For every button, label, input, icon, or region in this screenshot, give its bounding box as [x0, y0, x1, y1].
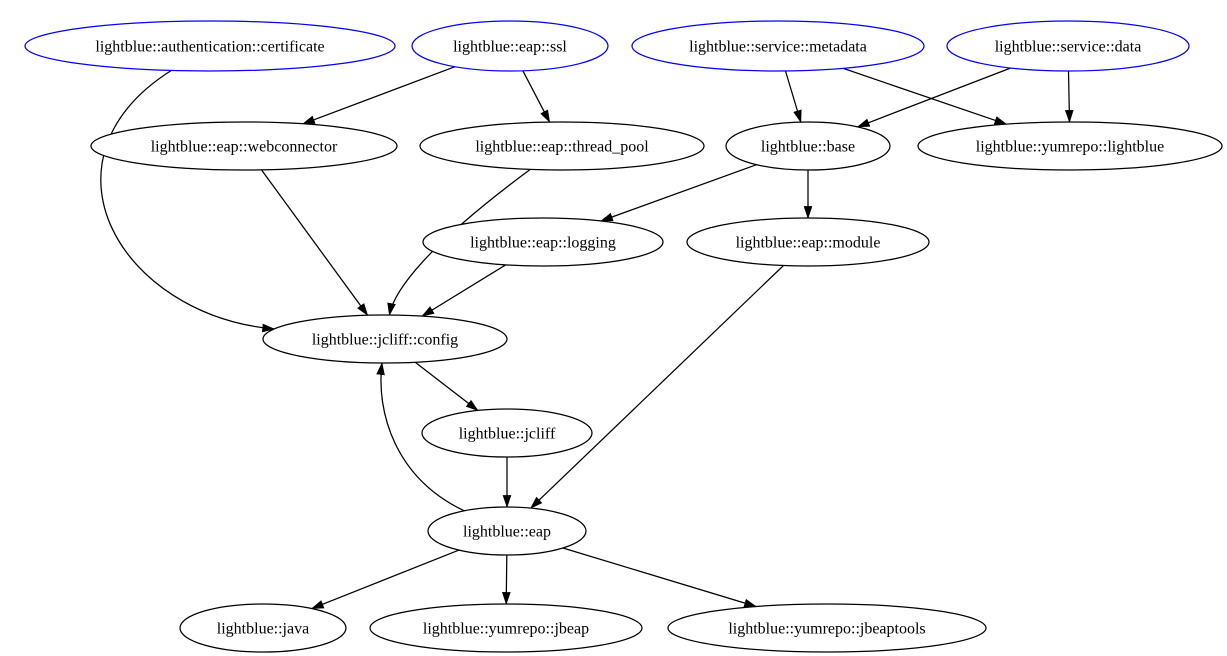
node-ellipse-data — [946, 20, 1190, 72]
edge-ssl-to-webconnector — [301, 66, 456, 125]
node-ellipse-webconnector — [90, 121, 398, 171]
edge-module-to-eap — [530, 265, 784, 509]
edge-jcliff_config-to-jcliff — [414, 361, 479, 412]
node-label-yumrepo_jbeaptools: lightblue::yumrepo::jbeaptools — [728, 621, 925, 638]
node-label-logging: lightblue::eap::logging — [470, 235, 616, 252]
edge-eap-to-jcliff_config — [376, 361, 465, 512]
edge-base-to-logging — [599, 164, 757, 222]
edge-eap-to-yumrepo_jbeaptools — [562, 547, 758, 608]
node-yumrepo_lightblue: lightblue::yumrepo::lightblue — [917, 121, 1223, 171]
node-ellipse-logging — [422, 217, 664, 267]
node-label-base: lightblue::base — [761, 139, 855, 156]
node-yumrepo_jbeap: lightblue::yumrepo::jbeap — [369, 603, 643, 653]
node-label-jcliff_config: lightblue::jcliff::config — [312, 332, 458, 349]
edge-thread_pool-to-jcliff_config — [387, 168, 531, 317]
node-label-jcliff: lightblue::jcliff — [459, 426, 556, 443]
edge-certificate-to-jcliff_config — [100, 69, 276, 333]
node-ellipse-thread_pool — [419, 121, 705, 171]
node-eap: lightblue::eap — [427, 506, 587, 556]
node-label-webconnector: lightblue::eap::webconnector — [151, 139, 338, 156]
edge-layer — [100, 66, 1074, 610]
edge-eap-to-yumrepo_jbeap — [502, 554, 511, 606]
edge-data-to-base — [856, 67, 1011, 128]
node-java: lightblue::java — [179, 603, 347, 653]
node-ellipse-module — [686, 217, 930, 267]
node-thread_pool: lightblue::eap::thread_pool — [419, 121, 705, 171]
node-jcliff_config: lightblue::jcliff::config — [262, 314, 508, 364]
edge-webconnector-to-jcliff_config — [260, 169, 369, 317]
node-base: lightblue::base — [725, 121, 891, 171]
node-label-java: lightblue::java — [217, 621, 309, 638]
node-jcliff: lightblue::jcliff — [421, 408, 593, 458]
node-webconnector: lightblue::eap::webconnector — [90, 121, 398, 171]
node-metadata: lightblue::service::metadata — [631, 20, 925, 72]
node-module: lightblue::eap::module — [686, 217, 930, 267]
edge-data-to-yumrepo_lightblue — [1064, 70, 1074, 124]
node-label-certificate: lightblue::authentication::certificate — [95, 39, 324, 56]
node-label-module: lightblue::eap::module — [736, 235, 881, 252]
node-label-ssl: lightblue::eap::ssl — [453, 39, 567, 56]
node-yumrepo_jbeaptools: lightblue::yumrepo::jbeaptools — [667, 603, 987, 653]
node-ellipse-yumrepo_jbeap — [369, 603, 643, 653]
node-ellipse-yumrepo_jbeaptools — [667, 603, 987, 653]
node-ellipse-jcliff — [421, 408, 593, 458]
edge-eap-to-java — [310, 549, 460, 610]
node-label-yumrepo_lightblue: lightblue::yumrepo::lightblue — [976, 139, 1164, 156]
edge-ssl-to-thread_pool — [522, 70, 551, 124]
node-ellipse-ssl — [411, 20, 609, 72]
node-ellipse-jcliff_config — [262, 314, 508, 364]
node-data: lightblue::service::data — [946, 20, 1190, 72]
node-logging: lightblue::eap::logging — [422, 217, 664, 267]
node-ellipse-base — [725, 121, 891, 171]
node-ellipse-metadata — [631, 20, 925, 72]
node-ellipse-java — [179, 603, 347, 653]
node-ellipse-certificate — [24, 20, 396, 72]
edge-metadata-to-base — [784, 70, 802, 124]
edge-metadata-to-yumrepo_lightblue — [843, 67, 1008, 125]
node-label-data: lightblue::service::data — [995, 39, 1142, 56]
node-label-metadata: lightblue::service::metadata — [689, 39, 867, 56]
edge-logging-to-jcliff_config — [421, 264, 507, 317]
node-ellipse-eap — [427, 506, 587, 556]
node-label-yumrepo_jbeap: lightblue::yumrepo::jbeap — [423, 621, 589, 638]
node-label-eap: lightblue::eap — [463, 524, 551, 541]
node-label-thread_pool: lightblue::eap::thread_pool — [475, 139, 649, 156]
node-ellipse-yumrepo_lightblue — [917, 121, 1223, 171]
node-ssl: lightblue::eap::ssl — [411, 20, 609, 72]
node-certificate: lightblue::authentication::certificate — [24, 20, 396, 72]
